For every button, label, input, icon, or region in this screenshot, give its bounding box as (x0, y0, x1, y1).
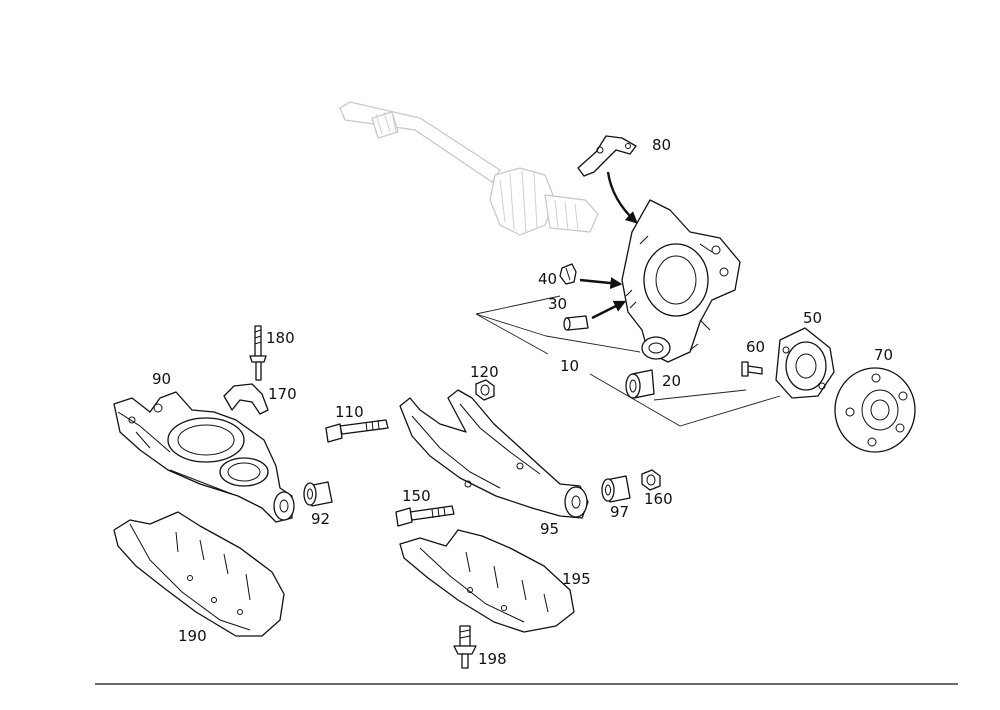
callout-190: 190 (178, 627, 207, 645)
part-80-sensor-bracket (577, 135, 637, 177)
part-198-fastener (453, 625, 477, 669)
part-92-bushing (303, 481, 333, 507)
callout-60: 60 (746, 338, 765, 356)
part-97-bushing (601, 475, 631, 503)
part-70-hub-flange (834, 367, 916, 453)
callout-180: 180 (266, 329, 295, 347)
callout-110: 110 (335, 403, 364, 421)
callout-160: 160 (644, 490, 673, 508)
part-30-sleeve (563, 315, 589, 331)
callout-10: 10 (560, 357, 579, 375)
callout-95: 95 (540, 520, 559, 538)
part-60-bolt (741, 361, 763, 377)
part-120-nut (475, 379, 495, 401)
part-180-stud (249, 325, 267, 381)
part-170-bracket (223, 383, 269, 415)
assembly-arrows (579, 171, 638, 320)
part-40-clip (559, 263, 577, 285)
callout-30: 30 (548, 295, 567, 313)
part-190-cover (113, 511, 285, 637)
callout-90: 90 (152, 370, 171, 388)
callout-150: 150 (402, 487, 431, 505)
callout-170: 170 (268, 385, 297, 403)
callout-40: 40 (538, 270, 557, 288)
part-90-control-arm (113, 391, 295, 523)
callout-97: 97 (610, 503, 629, 521)
part-150-bolt (395, 505, 455, 527)
callout-70: 70 (874, 346, 893, 364)
part-50-hub-bearing (775, 327, 835, 399)
callout-50: 50 (803, 309, 822, 327)
part-195-cover (399, 529, 575, 633)
part-160-nut (641, 469, 661, 491)
wheel-carrier (621, 199, 741, 363)
callout-80: 80 (652, 136, 671, 154)
callout-195: 195 (562, 570, 591, 588)
part-110-bolt (325, 419, 389, 443)
part-95-track-arm (399, 389, 589, 519)
callout-198: 198 (478, 650, 507, 668)
leader-lines (475, 295, 781, 427)
callout-120: 120 (470, 363, 499, 381)
callout-20: 20 (662, 372, 681, 390)
drive-shaft-ghost (339, 101, 599, 236)
part-20-bushing (625, 369, 655, 399)
callouts: 80 40 30 10 20 60 50 70 180 170 90 110 1… (152, 136, 893, 668)
callout-92: 92 (311, 510, 330, 528)
